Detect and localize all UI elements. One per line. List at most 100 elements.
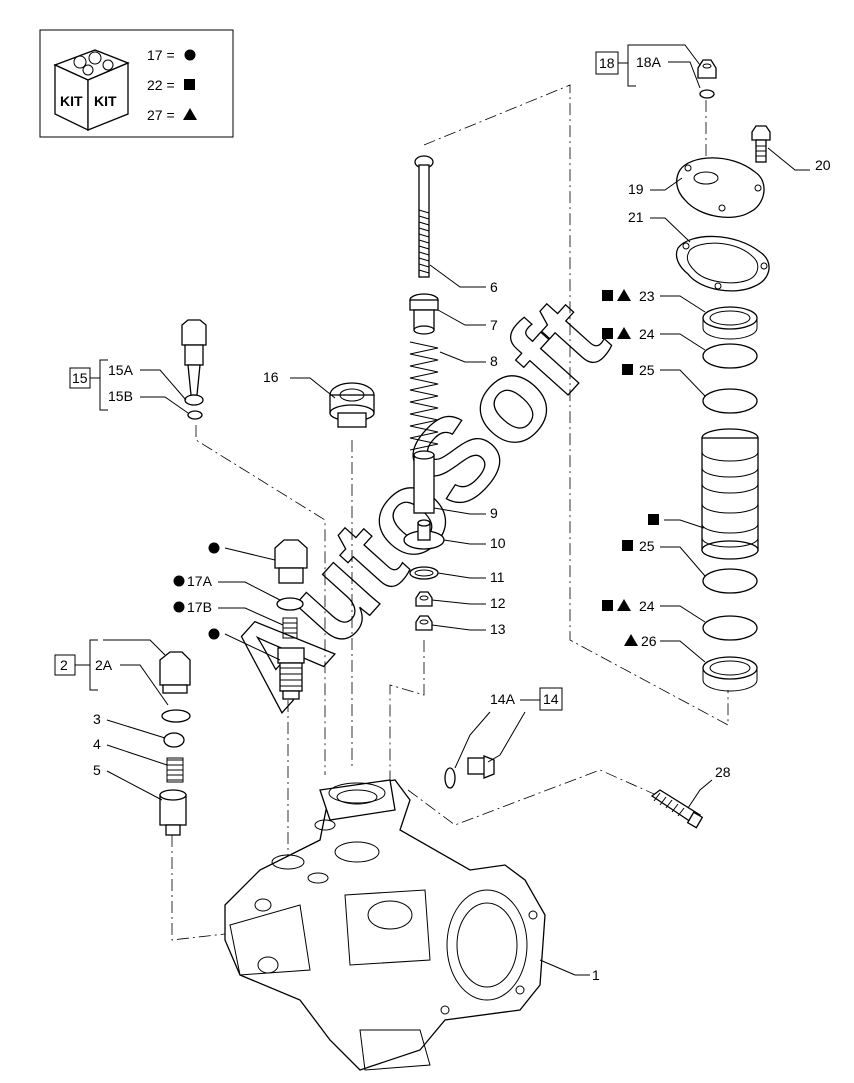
kit-box-icon: KIT KIT [53,49,130,132]
callout-25-upper: 25 [639,362,655,378]
kit-row-27: 27 = [147,107,175,123]
pump-housing [224,779,546,1071]
callout-14A: 14A [490,691,516,707]
plug-17 [274,539,308,584]
callout-15A: 15A [108,362,134,378]
callout-18: 18 [599,55,615,71]
triangle-symbol-icon [617,599,631,611]
callout-15B: 15B [108,388,133,404]
spring-17B [282,617,298,639]
square-symbol-icon [622,540,633,551]
o-ring-25-lower [702,568,758,594]
snap-ring-11 [409,566,439,580]
o-ring-25-upper [702,388,758,414]
callout-11: 11 [490,569,505,585]
callout-16: 16 [263,369,279,385]
circle-symbol-icon [208,628,220,640]
screw-20 [751,125,771,163]
callout-4: 4 [93,736,101,752]
callout-1: 1 [592,967,600,983]
fitting-15A [181,319,207,396]
ring-26 [702,656,758,692]
kit-row-22: 22 = [147,77,175,93]
callout-8: 8 [490,353,498,369]
spring-4 [166,757,184,783]
circle-symbol-icon [173,601,185,613]
spool-22 [701,428,759,560]
square-symbol-icon [602,290,613,301]
pin-9 [413,450,435,514]
callout-13: 13 [490,621,506,637]
callout-17A: 17A [187,573,213,589]
bolt-6 [414,155,434,278]
plug-2A [159,651,191,694]
plug-16 [329,382,375,428]
piston-5 [159,789,187,836]
plug-14 [467,755,495,779]
callout-9: 9 [490,505,498,521]
o-ring-15B [187,410,203,420]
o-ring-18A [699,89,715,99]
assembly-centerlines [171,84,729,941]
callout-15: 15 [72,370,88,386]
ring-23 [702,306,758,340]
callout-7: 7 [490,317,498,333]
callout-26: 26 [641,633,657,649]
triangle-symbol-icon [624,634,638,646]
nut-13 [415,615,433,631]
spring-seat-7 [409,293,439,335]
callout-10: 10 [490,535,506,551]
triangle-symbol-icon [617,289,631,301]
callout-12: 12 [490,595,506,611]
callout-14: 14 [543,691,559,707]
cover-19 [676,157,765,218]
o-ring-2A [161,709,191,723]
kit-legend-frame [39,29,234,138]
callout-23: 23 [639,288,655,304]
callout-17B: 17B [187,599,212,615]
callout-6: 6 [490,279,498,295]
circle-symbol-icon [173,575,185,587]
nut-12 [415,591,433,607]
kit-label-right: KIT [94,93,117,109]
stud-28 [650,789,704,829]
callout-5: 5 [93,762,101,778]
square-symbol-icon [602,600,613,611]
square-symbol-icon [184,79,195,90]
callout-2A: 2A [95,657,113,673]
callout-box-14 [539,687,563,711]
gasket-21 [675,235,770,292]
callout-24-upper: 24 [639,326,655,342]
piston-10 [403,519,445,550]
ball-3 [163,732,185,748]
triangle-symbol-icon [183,108,197,120]
callout-21: 21 [628,209,644,225]
valve-body-17 [277,647,305,700]
plug-18A [697,59,717,79]
circle-symbol-icon [208,542,220,554]
o-ring-24-lower [702,615,758,641]
kit-row-17: 17 = [147,47,175,63]
triangle-symbol-icon [617,327,631,339]
callout-24-lower: 24 [639,598,655,614]
callout-20: 20 [815,157,831,173]
o-ring-14A [444,767,456,789]
square-symbol-icon [648,514,659,525]
spring-8 [409,341,439,451]
o-ring-17A [276,597,304,611]
callout-19: 19 [628,181,644,197]
callout-2: 2 [60,657,68,673]
callout-18A: 18A [636,54,662,70]
callout-3: 3 [93,711,101,727]
square-symbol-icon [622,364,633,375]
callout-25-lower: 25 [639,538,655,554]
kit-legend: KIT KIT 17 = 22 = 27 = [39,29,234,138]
o-ring-24-upper [702,343,758,369]
washer-15A [184,394,204,406]
square-symbol-icon [602,328,613,339]
kit-label-left: KIT [60,93,83,109]
callout-28: 28 [715,764,731,780]
circle-symbol-icon [184,49,196,61]
